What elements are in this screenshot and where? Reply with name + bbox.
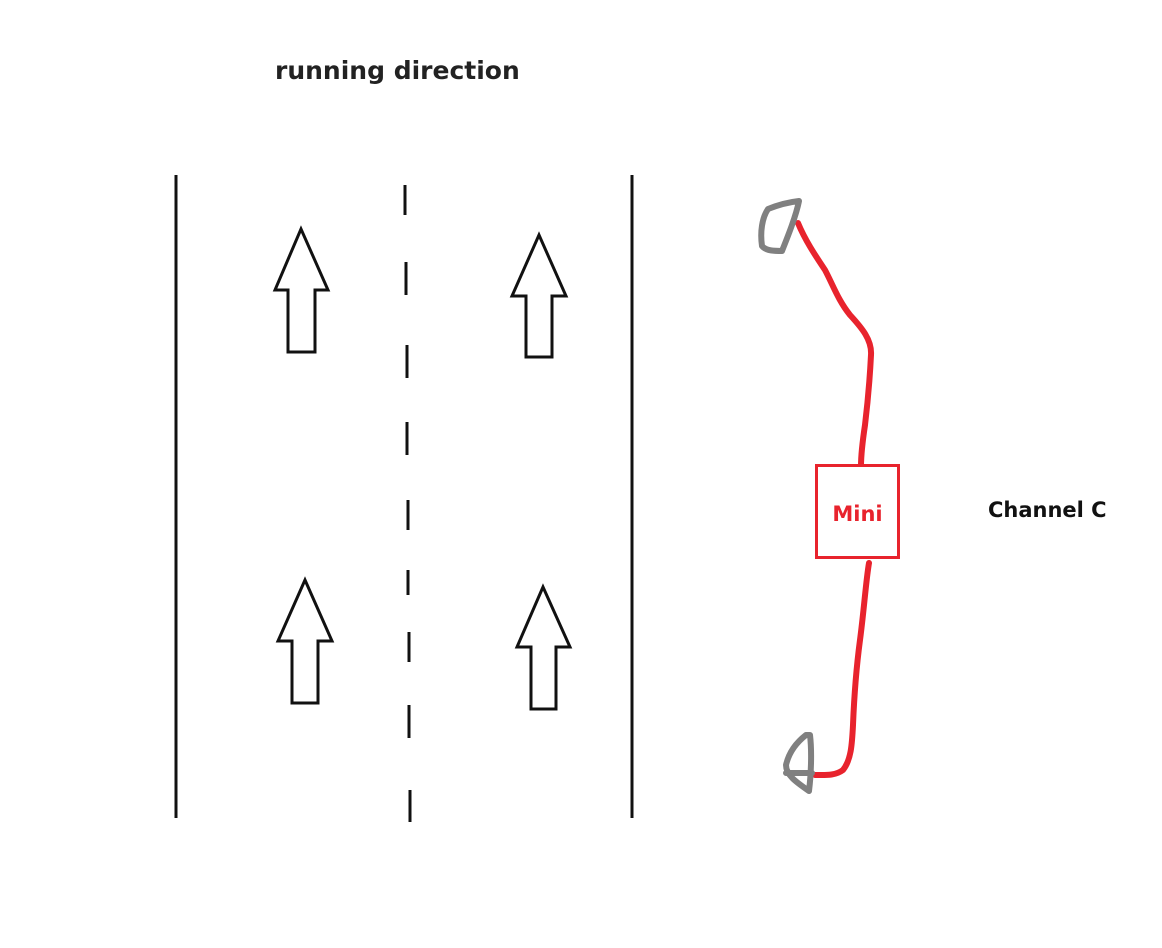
cable-end-icon [758,198,802,254]
lane-divider [403,185,412,822]
cable-upper [795,220,875,469]
cable-end-icon [783,732,815,794]
mini-device-label: Mini [832,501,883,526]
running-direction-title: running direction [275,56,520,85]
arrow-up-icon [514,583,573,711]
channel-label: Channel C [988,498,1107,522]
arrow-up-icon [509,231,569,359]
arrow-up-icon [275,576,335,705]
arrow-up-icon [272,225,331,354]
cable-lower [812,560,872,779]
mini-device: Mini [815,464,900,559]
